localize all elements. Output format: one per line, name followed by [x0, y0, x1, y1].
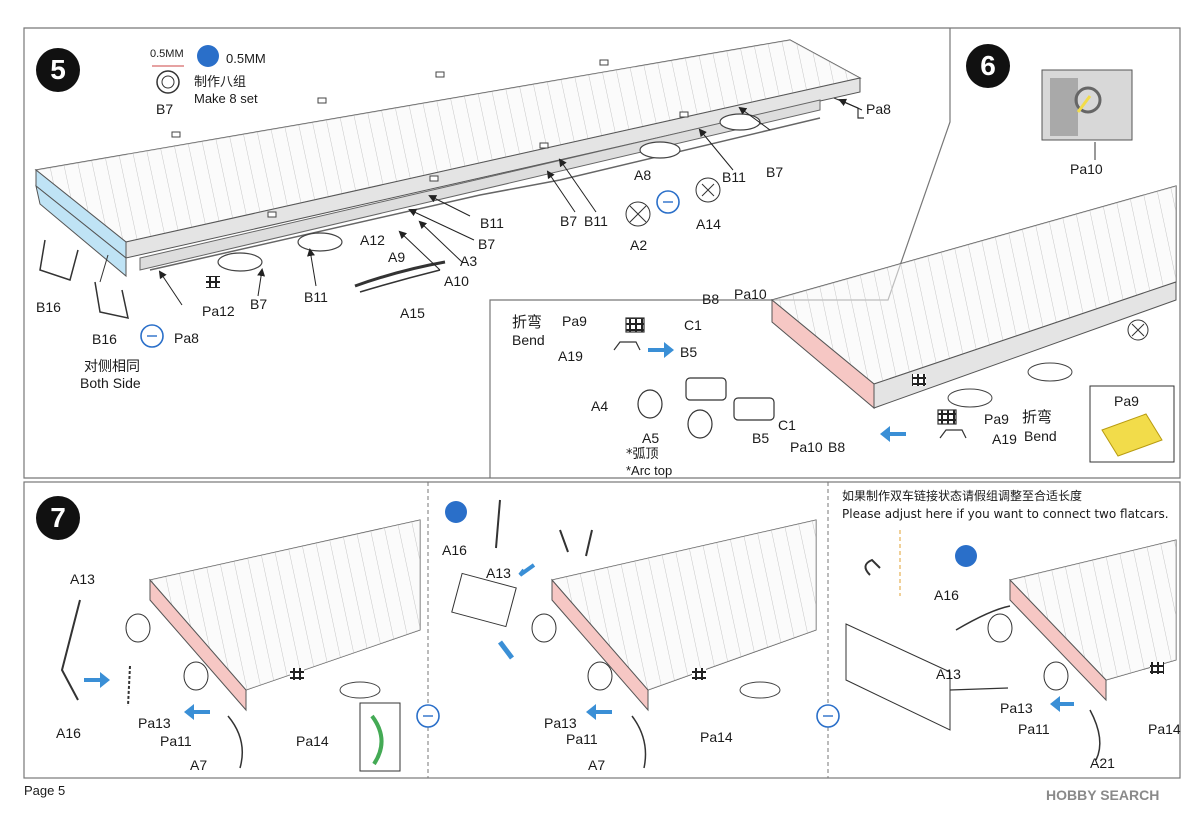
- part-label: Pa13: [1000, 700, 1033, 716]
- arc-top-cn: *弧顶: [626, 447, 659, 462]
- part-label: A12: [360, 232, 385, 248]
- step5-frame: [23, 27, 1181, 479]
- bend-en-right: Bend: [1024, 428, 1057, 444]
- watermark: HOBBY SEARCH: [1046, 787, 1160, 803]
- step5-flatcar: [34, 39, 864, 319]
- part-label: Pa9: [984, 411, 1009, 427]
- part-label: A16: [56, 725, 81, 741]
- b7-dim-right: 0.5MM: [226, 51, 266, 66]
- part-label: Pa8: [174, 330, 199, 346]
- connect-note-en: Please adjust here if you want to connec…: [842, 507, 1169, 521]
- part-label: A2: [630, 237, 648, 253]
- step-6-number: 6: [966, 44, 1010, 88]
- part-label: A15: [400, 305, 425, 321]
- part-label: A5: [642, 430, 660, 446]
- part-label: A4: [591, 398, 609, 414]
- part-label: Pa14: [700, 729, 733, 745]
- part-label: B7: [560, 213, 578, 229]
- glue-icons: [197, 45, 977, 567]
- part-label: Pa8: [866, 101, 891, 117]
- part-label: A14: [696, 216, 721, 232]
- part-label: B7: [478, 236, 496, 252]
- part-label: A19: [992, 431, 1017, 447]
- step6-flatcar: [770, 185, 1177, 410]
- b7-ring-detail: [152, 65, 184, 94]
- step6-inset: [1041, 69, 1133, 160]
- pa9-detail-label: Pa9: [1114, 393, 1139, 409]
- part-label: A3: [460, 253, 478, 269]
- part-label: Pa14: [1148, 721, 1181, 737]
- part-label: Pa11: [566, 731, 598, 747]
- b7-note-en: Make 8 set: [194, 91, 258, 106]
- part-label: C1: [684, 317, 702, 333]
- connect-note-cn: 如果制作双车链接状态请假组调整至合适长度: [842, 489, 1083, 503]
- part-label: B11: [304, 289, 328, 305]
- both-side-cn: 对侧相同: [84, 359, 140, 375]
- part-label: C1: [778, 417, 796, 433]
- part-label: A13: [936, 666, 961, 682]
- part-label: B5: [752, 430, 770, 446]
- part-label: Pa14: [296, 733, 329, 749]
- page-label: Page 5: [24, 783, 66, 798]
- step6-arrows: [648, 342, 906, 442]
- bend-cn-right: 折弯: [1022, 408, 1053, 426]
- part-label: A7: [190, 757, 208, 773]
- part-label: Pa10: [790, 439, 823, 455]
- part-label: A19: [558, 348, 583, 364]
- part-label: A10: [444, 273, 469, 289]
- part-label: B7: [250, 296, 268, 312]
- step-5-number: 5: [36, 48, 80, 92]
- step6-pa9-detail: [1089, 385, 1175, 463]
- part-label: A13: [486, 565, 511, 581]
- part-label: A16: [442, 542, 467, 558]
- b7-dim-left: 0.5MM: [150, 48, 184, 60]
- part-label: A8: [634, 167, 652, 183]
- part-label: A7: [588, 757, 606, 773]
- part-label: B16: [36, 299, 61, 315]
- step-7-number: 7: [36, 496, 80, 540]
- part-label: A21: [1090, 755, 1115, 771]
- step7-left-car: [60, 519, 421, 772]
- part-label: Pa11: [160, 733, 192, 749]
- part-label: A13: [70, 571, 95, 587]
- part-label: B11: [480, 215, 504, 231]
- b7-note-cn: 制作八组: [194, 75, 247, 90]
- part-label: A16: [934, 587, 959, 603]
- arc-top-en: *Arc top: [626, 463, 673, 478]
- inset-part-pa10: Pa10: [1070, 161, 1103, 177]
- part-label: A9: [388, 249, 406, 265]
- b7-detail-part: B7: [156, 101, 174, 117]
- part-label: B8: [828, 439, 846, 455]
- step7-right-car: [845, 530, 1177, 761]
- part-label: B5: [680, 344, 698, 360]
- part-label: Pa13: [544, 715, 577, 731]
- part-label: B11: [584, 213, 608, 229]
- part-label: B11: [722, 169, 746, 185]
- part-label: Pa9: [562, 313, 587, 329]
- both-side-en: Both Side: [80, 375, 141, 391]
- part-label: Pa10: [734, 286, 767, 302]
- bend-en-left: Bend: [512, 332, 545, 348]
- part-label: B8: [702, 291, 720, 307]
- part-label: B16: [92, 331, 117, 347]
- part-label: Pa11: [1018, 721, 1050, 737]
- step7-frame: [23, 481, 1181, 779]
- step6-buffers: [613, 317, 967, 439]
- part-label: Pa13: [138, 715, 171, 731]
- part-label: Pa12: [202, 303, 235, 319]
- bend-cn-left: 折弯: [512, 313, 543, 331]
- part-label: B7: [766, 164, 784, 180]
- step7-mid-car: [451, 499, 817, 769]
